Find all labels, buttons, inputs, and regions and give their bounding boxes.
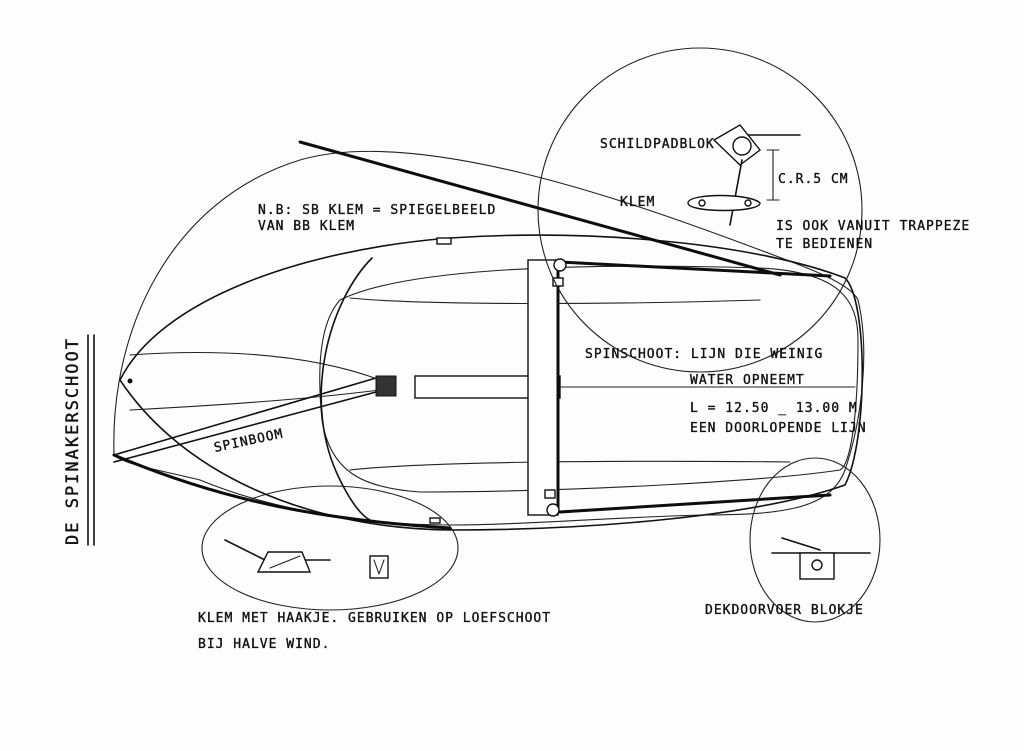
sheet-bottom-line — [112, 453, 832, 530]
label-measure: C.R.5 CM — [778, 172, 849, 187]
thwart — [527, 259, 559, 516]
klem-hole-1 — [698, 199, 706, 207]
label-spinboom: SPINBOOM — [213, 427, 285, 456]
mast-arc — [320, 257, 373, 521]
label-klem: KLEM — [620, 195, 655, 210]
bow-point — [127, 378, 133, 384]
label-spinschoot-line1: SPINSCHOOT: LIJN DIE WEINIG — [585, 347, 823, 362]
detail-circle-schildpadblok — [537, 47, 863, 373]
diagram-title: DE SPINAKERSCHOOT — [63, 337, 83, 545]
label-schildpadblok: SCHILDPADBLOK — [600, 137, 715, 152]
side-deck-top — [349, 297, 761, 305]
side-deck-bottom — [349, 460, 791, 471]
bow-centerline-2 — [129, 389, 381, 411]
sheet-top-line — [298, 140, 832, 278]
mast-block — [375, 375, 397, 397]
label-spinschoot-line2: WATER OPNEEMT — [690, 373, 805, 388]
schildpadblok-detail — [687, 124, 801, 226]
deck-fitting-top — [436, 237, 452, 245]
bottom-block — [546, 503, 560, 517]
detail-ellipse-klem-haakje — [201, 485, 459, 611]
bow-centerline — [129, 351, 381, 381]
top-cleat — [552, 277, 564, 287]
klem-haakje-detail — [224, 539, 389, 579]
label-dekdoorvoer: DEKDOORVOER BLOKJE — [705, 603, 864, 618]
detail-circle-dekdoorvoer — [749, 457, 881, 623]
bottom-cleat — [544, 489, 556, 499]
label-klem-haakje-line1: KLEM MET HAAKJE. GEBRUIKEN OP LOEFSCHOOT — [198, 611, 551, 626]
label-trapeze-line2: TE BEDIENEN — [776, 237, 873, 252]
title-block: DE SPINAKERSCHOOT — [63, 334, 95, 546]
schildpadblok-sheave — [732, 136, 752, 156]
haakje-side-view — [369, 555, 389, 579]
top-block — [553, 258, 567, 272]
dekdoorvoer-line — [781, 537, 821, 551]
haakje-side-mark — [373, 559, 385, 575]
dekdoorvoer-detail — [771, 537, 871, 580]
hull-outline — [119, 234, 863, 531]
haakje-hatch — [269, 555, 301, 569]
label-trapeze-line1: IS OOK VANUIT TRAPPEZE — [776, 219, 970, 234]
dekdoorvoer-sheave — [811, 559, 823, 571]
spinnaker-pole — [113, 377, 377, 463]
label-nb-line1: N.B: SB KLEM = SPIEGELBEELD — [258, 203, 496, 218]
deck-fitting-bottom — [429, 517, 441, 524]
label-nb-line2: VAN BB KLEM — [258, 219, 355, 234]
label-length-line1: L = 12.50 _ 13.00 M — [690, 401, 858, 416]
klem-body — [687, 194, 761, 212]
klem-line — [729, 159, 743, 226]
label-length-line2: EEN DOORLOPENDE LIJN — [690, 421, 867, 436]
label-klem-haakje-line2: BIJ HALVE WIND. — [198, 637, 330, 652]
haakje-line-left — [224, 539, 266, 561]
klem-hole-2 — [744, 199, 752, 207]
